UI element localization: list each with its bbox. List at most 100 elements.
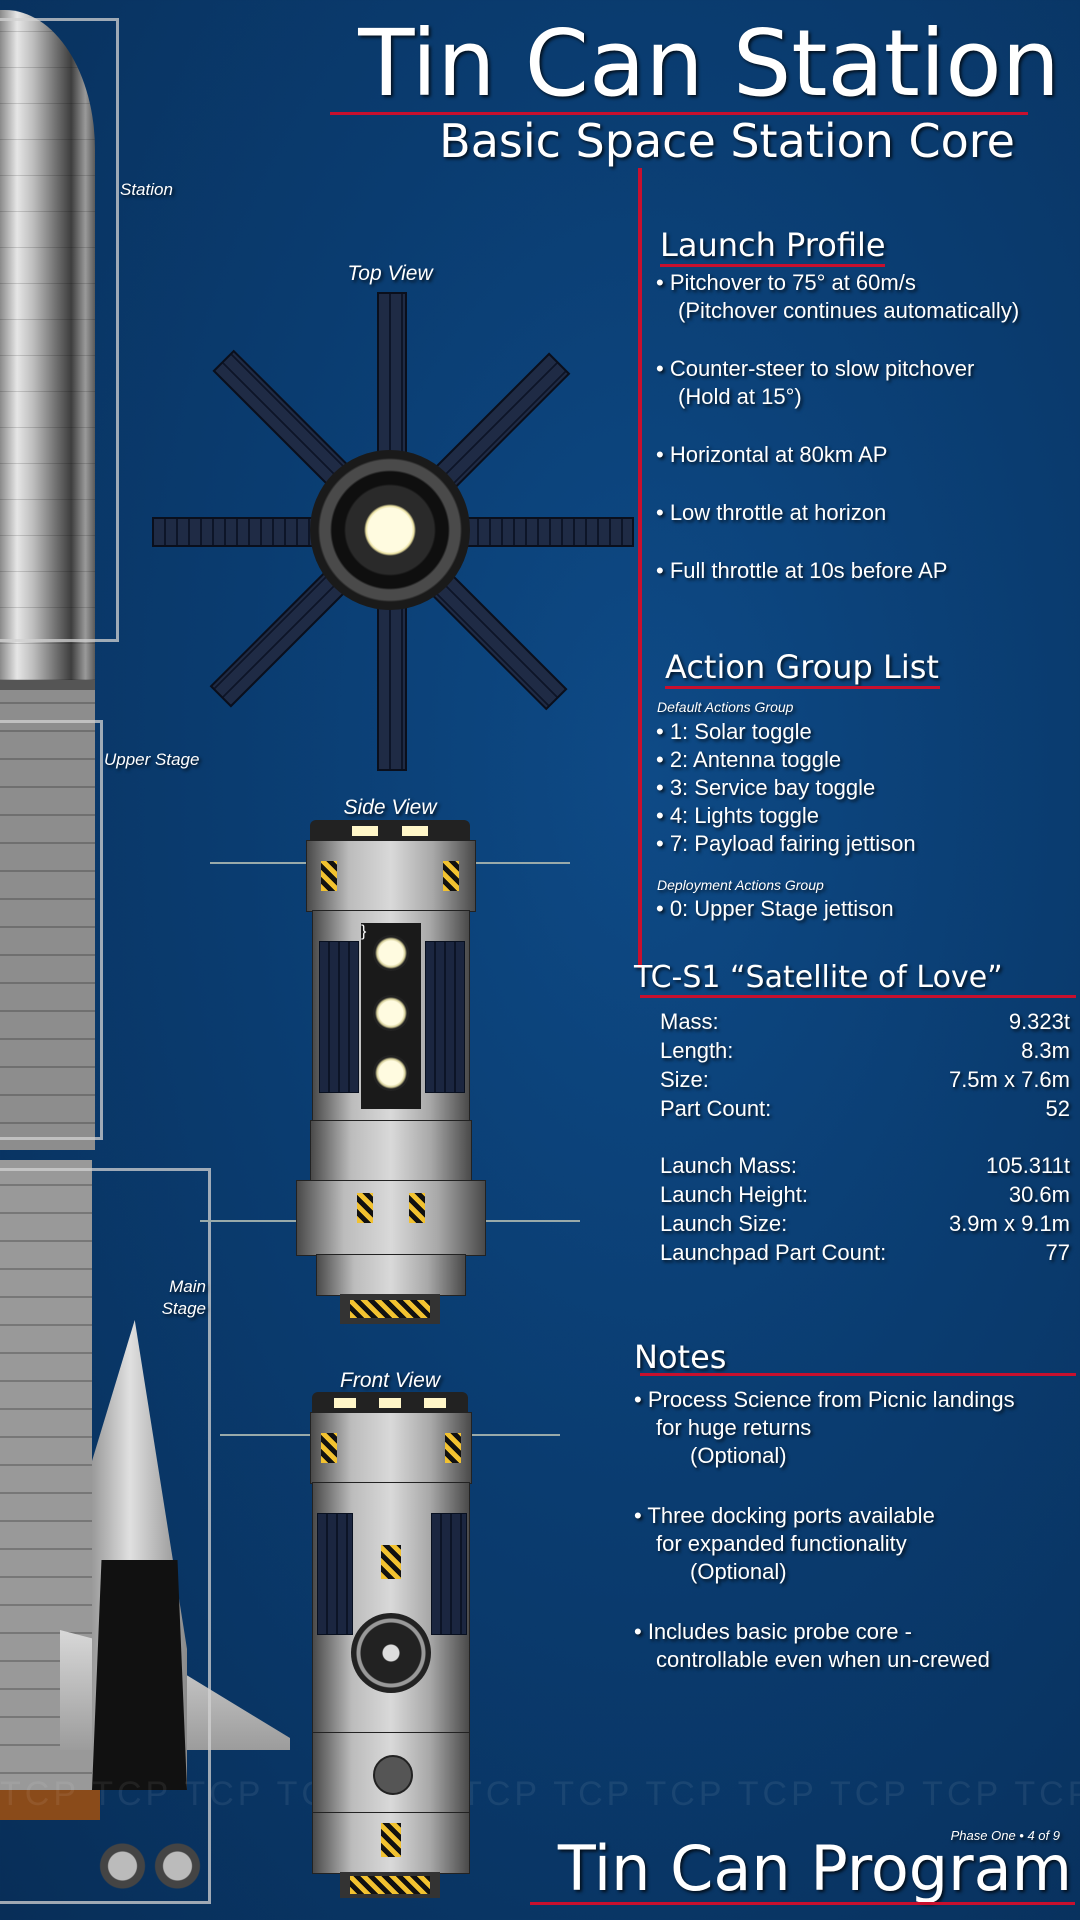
note-item-3: • Includes basic probe core - controllab…	[634, 1618, 1080, 1674]
solar-panel-ne	[429, 352, 571, 494]
launch-item-4-main: • Low throttle at horizon	[656, 500, 887, 525]
side-panel-right	[425, 941, 465, 1093]
side-light-2	[402, 826, 428, 836]
station-hub	[310, 450, 470, 610]
top-view-craft	[150, 290, 634, 771]
front-light-2	[379, 1398, 401, 1408]
spec-row-launch-mass: Launch Mass:105.311t	[660, 1151, 1070, 1180]
notes-underline	[640, 1373, 1076, 1376]
front-top-cap	[312, 1392, 468, 1412]
note-item-1-line1: • Process Science from Picnic landings	[634, 1387, 1015, 1412]
launch-item-3-main: • Horizontal at 80km AP	[656, 442, 888, 467]
side-hab-module: }	[312, 910, 470, 1122]
solar-panel-east	[465, 517, 634, 547]
fairing-base-ring	[0, 680, 95, 692]
action-item: • 4: Lights toggle	[656, 803, 820, 828]
side-view-title: Side View	[343, 796, 437, 819]
launch-item-5: • Full throttle at 10s before AP	[656, 557, 1076, 587]
action-item: • 1: Solar toggle	[656, 719, 812, 744]
side-docking-hazard	[350, 1300, 430, 1318]
launch-item-5-main: • Full throttle at 10s before AP	[656, 558, 948, 583]
spec-value: 9.323t	[1008, 1009, 1070, 1034]
action-item: • 3: Service bay toggle	[656, 775, 876, 800]
divider-line	[638, 168, 642, 968]
spec-row-mass: Mass:9.323t	[660, 1007, 1070, 1036]
side-hazard-right	[443, 861, 459, 891]
side-porthole-1	[373, 935, 409, 971]
spec-value: 105.311t	[985, 1153, 1070, 1178]
action-item: • 2: Antenna toggle	[656, 747, 842, 772]
front-hazard-left	[321, 1433, 337, 1463]
launch-item-1-sub: (Pitchover continues automatically)	[678, 298, 1020, 323]
front-panel-left	[317, 1513, 353, 1635]
launch-spec-list: Launch Mass:105.311t Launch Height:30.6m…	[660, 1151, 1070, 1267]
spec-value: 8.3m	[1021, 1038, 1070, 1063]
launch-profile-underline	[660, 264, 885, 267]
default-actions-label: Default Actions Group	[657, 699, 794, 715]
stage-label-upper: Upper Stage	[104, 750, 200, 769]
side-docking-port	[340, 1294, 440, 1324]
notes-list: • Process Science from Picnic landings f…	[634, 1386, 1080, 1674]
spec-value: 7.5m x 7.6m	[948, 1067, 1070, 1092]
solar-panel-west	[152, 517, 321, 547]
note-item-2: • Three docking ports available for expa…	[634, 1502, 1080, 1618]
spec-label: Launch Height:	[660, 1182, 808, 1207]
spec-label: Launch Size:	[660, 1211, 788, 1236]
spec-row-launch-height: Launch Height:30.6m	[660, 1180, 1070, 1209]
launch-item-2: • Counter-steer to slow pitchover (Hold …	[656, 355, 1076, 441]
front-view-title: Front View	[340, 1369, 440, 1392]
rocket-engines	[95, 1800, 205, 1910]
spec-row-launch-size: Launch Size: 3.9m x 9.1m	[660, 1209, 1070, 1238]
default-actions-list: • 1: Solar toggle • 2: Antenna toggle • …	[656, 718, 1076, 858]
main-stage-bracket	[0, 1168, 211, 1904]
solar-panel-south	[377, 602, 407, 771]
side-probe-core	[316, 1254, 466, 1296]
craft-spec-underline	[640, 995, 1076, 998]
craft-spec-title: TC-S1 “Satellite of Love”	[634, 960, 1003, 995]
front-port	[373, 1755, 413, 1795]
stage-label-main-line2: Stage	[161, 1299, 206, 1318]
side-view-craft: }	[200, 820, 580, 1340]
craft-spec-list: Mass:9.323t Length:8.3m Size:7.5m x 7.6m…	[660, 1007, 1070, 1123]
engine-mount	[0, 1790, 100, 1820]
booster-lower-section	[92, 1560, 187, 1790]
front-view-craft	[200, 1392, 580, 1912]
front-hazard-right	[445, 1433, 461, 1463]
top-view-title: Top View	[347, 262, 433, 285]
stage-label-main-line1: Main	[169, 1277, 206, 1296]
note-item-3-line1: • Includes basic probe core -	[634, 1619, 912, 1644]
note-item-1: • Process Science from Picnic landings f…	[634, 1386, 1080, 1502]
side-window-strip: }	[361, 923, 421, 1109]
side-porthole-2	[373, 995, 409, 1031]
title-underline	[330, 112, 1028, 115]
front-center-hazard	[381, 1545, 401, 1579]
spec-value: 52	[1045, 1096, 1070, 1121]
spec-label: Size:	[660, 1067, 709, 1092]
front-top-module	[310, 1412, 472, 1484]
launch-item-3: • Horizontal at 80km AP	[656, 441, 1076, 499]
upper-stage-bracket	[0, 720, 103, 1140]
upper-stage-tank	[0, 690, 95, 1150]
side-service-bay	[296, 1180, 486, 1256]
launch-item-2-sub: (Hold at 15°)	[678, 384, 802, 409]
spec-label: Part Count:	[660, 1096, 772, 1121]
front-light-1	[334, 1398, 356, 1408]
spec-row-part-count: Part Count: 52	[660, 1094, 1070, 1123]
note-item-1-line3: (Optional)	[690, 1443, 787, 1468]
launch-item-1-main: • Pitchover to 75° at 60m/s	[656, 270, 916, 295]
spec-value: 3.9m x 9.1m	[948, 1211, 1070, 1236]
side-top-module	[306, 840, 476, 912]
front-docking-port	[340, 1872, 440, 1898]
solar-panel-north	[377, 292, 407, 461]
page-indicator: Phase One • 4 of 9	[950, 1828, 1060, 1843]
note-item-2-line3: (Optional)	[690, 1559, 787, 1584]
program-title: Tin Can Program	[557, 1832, 1072, 1905]
launch-item-1: • Pitchover to 75° at 60m/s (Pitchover c…	[656, 269, 1076, 355]
action-group-title: Action Group List	[665, 648, 939, 686]
page-subtitle: Basic Space Station Core	[439, 114, 1015, 168]
launch-profile-title: Launch Profile	[660, 226, 886, 264]
note-item-3-line2: controllable even when un-crewed	[656, 1647, 990, 1672]
stage-label-station: Station	[120, 180, 173, 199]
station-bracket	[0, 18, 119, 642]
spec-row-launchpad-part-count: Launchpad Part Count:77	[660, 1238, 1070, 1267]
